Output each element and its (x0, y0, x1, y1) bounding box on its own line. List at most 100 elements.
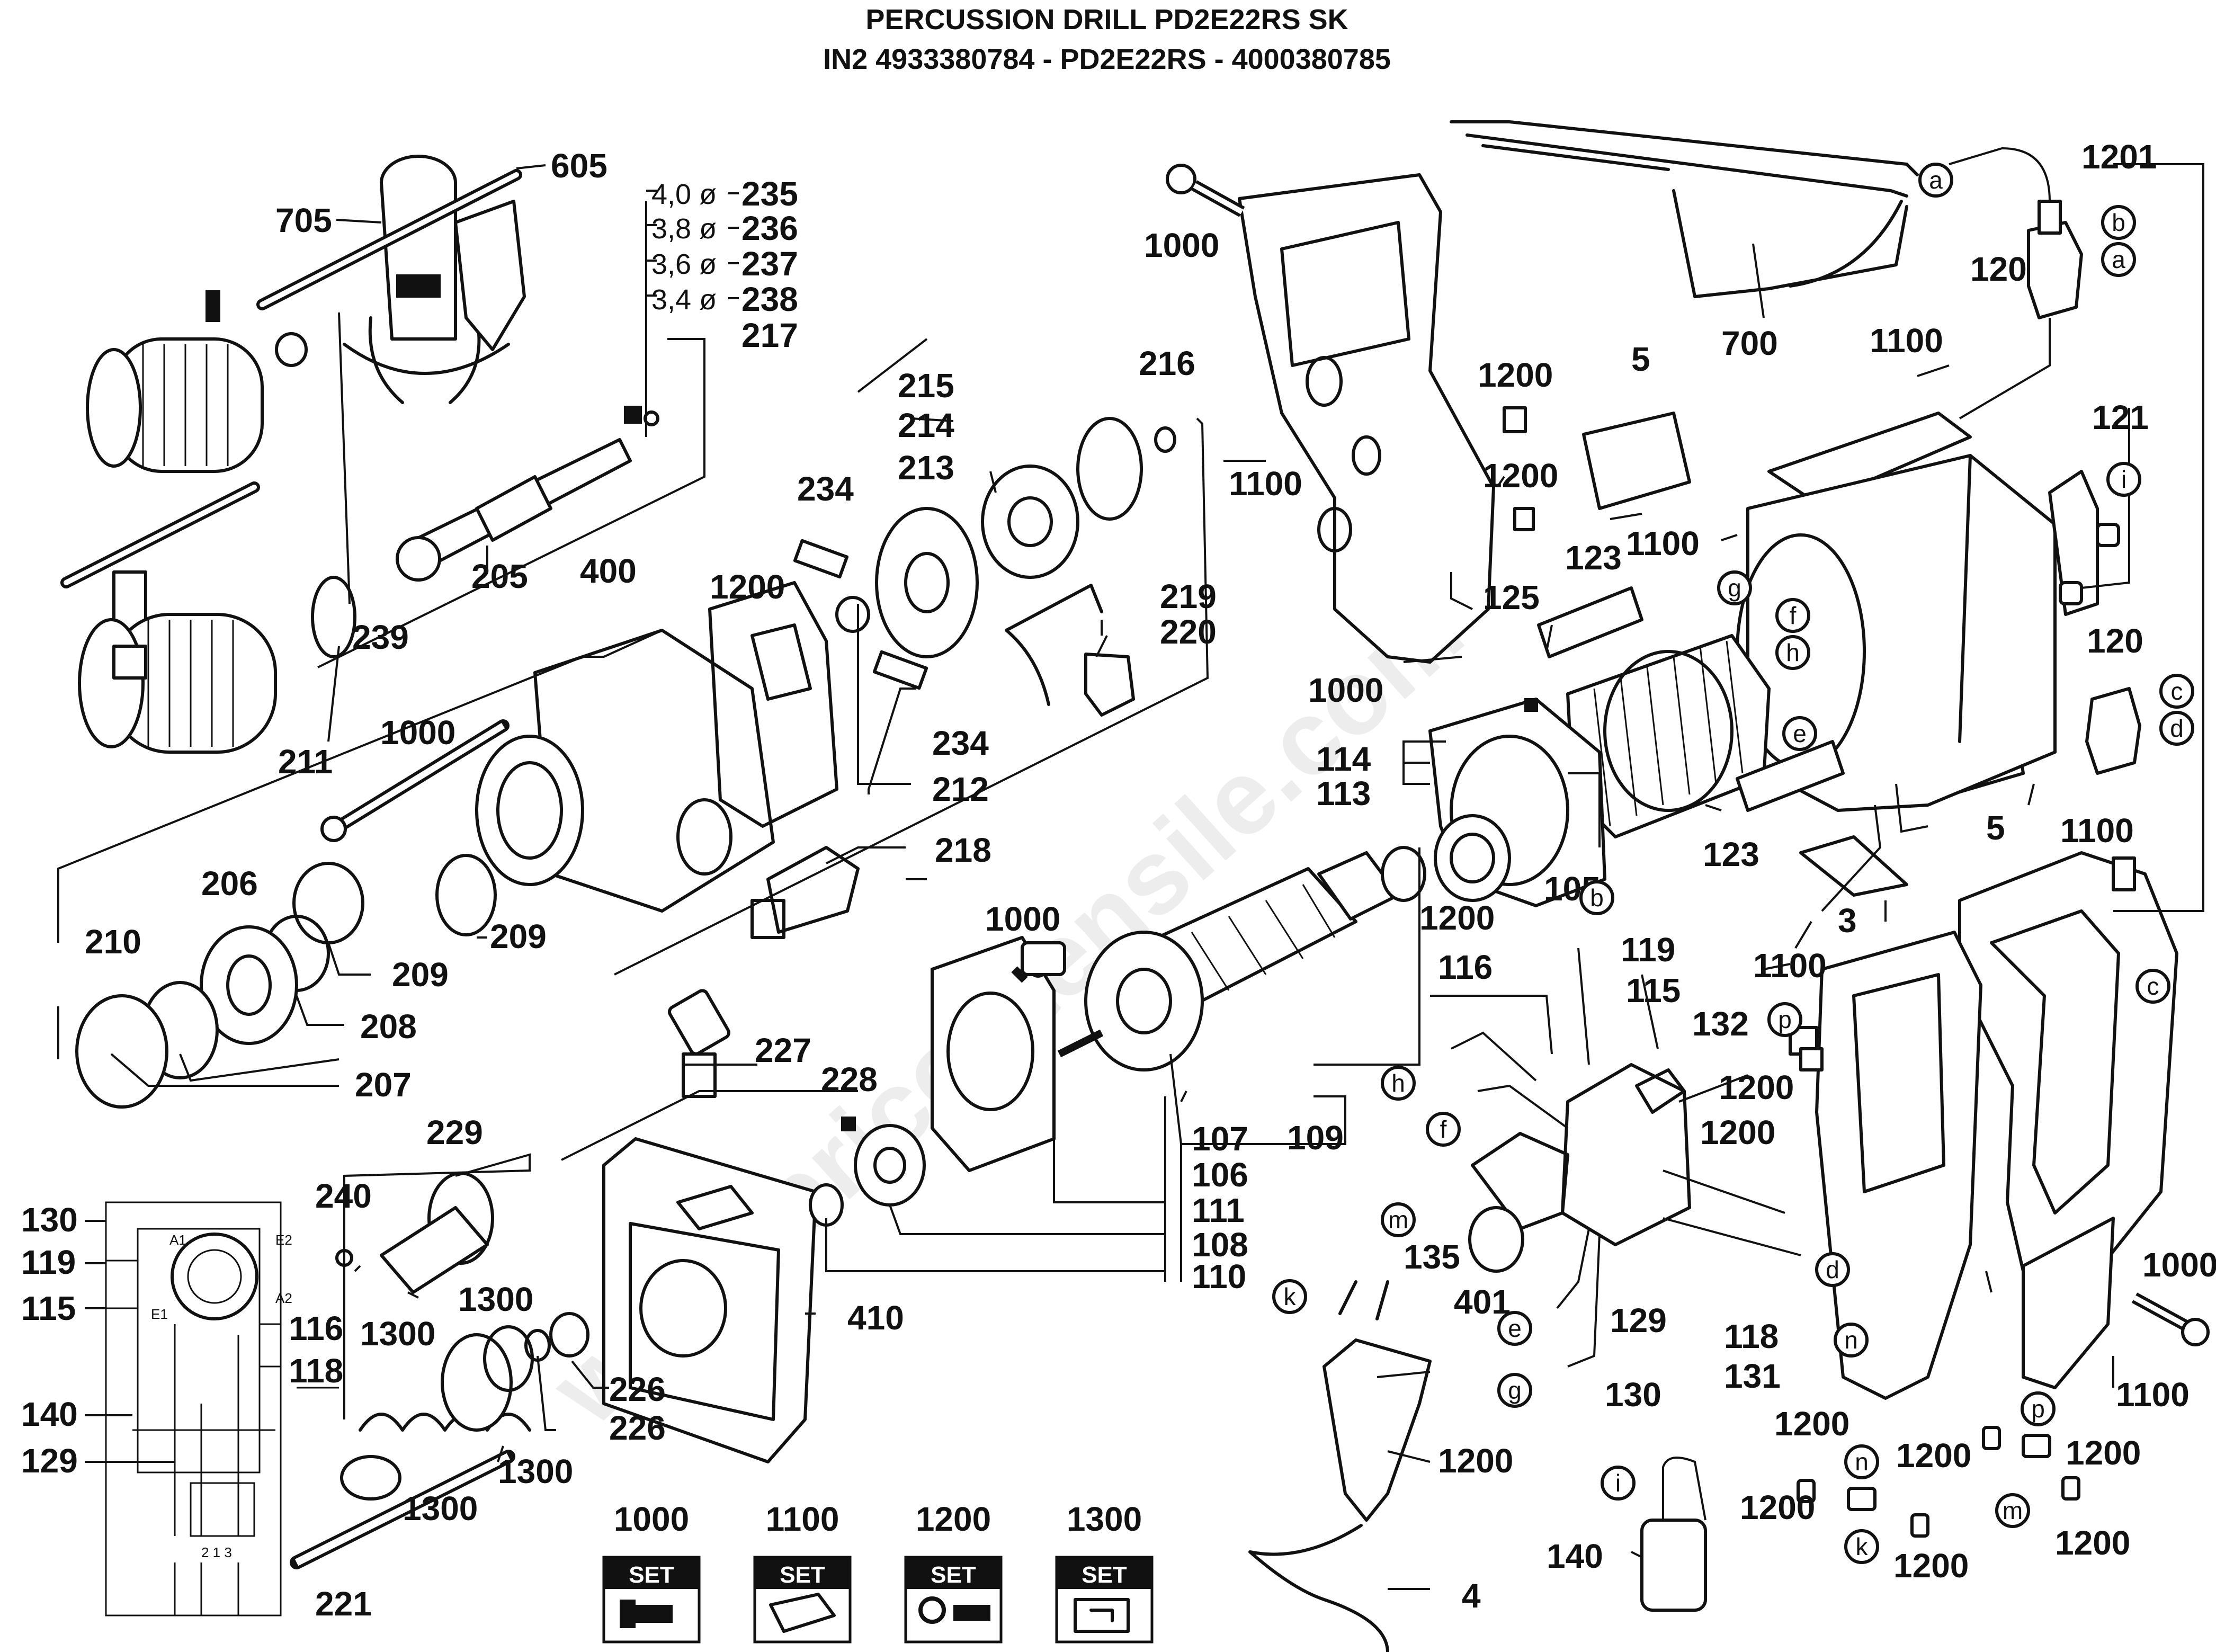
leader-lines (57, 163, 2204, 1590)
part-number: 1200 (710, 568, 785, 606)
diagram-subtitle: IN2 4933380784 - PD2E22RS - 4000380785 (823, 43, 1391, 75)
service-set-number: 1100 (766, 1500, 839, 1538)
part-number: 221 (315, 1585, 372, 1623)
wire-letter: p (2031, 1395, 2045, 1423)
part-number: 130 (1605, 1376, 1661, 1414)
gear-housing-400 (475, 629, 775, 913)
part-number-235: 235 (741, 175, 798, 213)
part-number: 220 (1160, 613, 1217, 651)
schematic-terminal-a2: A2 (275, 1290, 292, 1306)
part-number: 115 (1626, 971, 1681, 1010)
part-number: 135 (1404, 1238, 1460, 1276)
diameter-size: 4,0 ø (651, 178, 717, 210)
wire-letter: m (2003, 1497, 2023, 1524)
wire-letter: i (1615, 1469, 1621, 1497)
wire-letter: p (1778, 1006, 1792, 1033)
rod-221 (290, 1450, 515, 1569)
wire-letter: i (2121, 466, 2126, 493)
part-number: 234 (932, 724, 989, 762)
part-number-236: 236 (741, 209, 798, 247)
part-number: 240 (315, 1177, 372, 1215)
service-set-1000 (602, 1556, 701, 1644)
schematic-part-number: 119 (21, 1243, 76, 1281)
service-set-1200 (904, 1556, 1003, 1644)
part-number: 219 (1160, 577, 1217, 615)
part-number: 5 (1631, 340, 1650, 378)
diameter-size: 3,6 ø (651, 248, 717, 280)
part-number: 205 (471, 557, 528, 595)
part-number: 3 (1838, 901, 1857, 940)
brush-holders-123 (1537, 586, 1845, 812)
part-number: 131 (1724, 1357, 1781, 1395)
part-number: 140 (1547, 1537, 1603, 1575)
part-number: 123 (1565, 539, 1622, 577)
wire-letter: b (1590, 884, 1604, 912)
part-number: 113 (1316, 774, 1371, 812)
side-handle-705 (343, 155, 526, 404)
part-number: 1200 (1740, 1488, 1815, 1526)
wire-letter: h (1786, 639, 1800, 666)
screw-1000-long (320, 719, 510, 842)
wire-letter: k (1856, 1533, 1869, 1560)
part-number-labels: 605 705 217 205 239 400 211 1000 234 120… (21, 138, 2216, 1623)
part-number: 1000 (1144, 226, 1219, 264)
plate-1100 (1767, 412, 1972, 505)
part-number: 107 (1192, 1120, 1248, 1158)
part-number: 106 (1192, 1156, 1248, 1194)
part-number: 1100 (2116, 1376, 2190, 1414)
part-number: 229 (426, 1113, 483, 1151)
wire-letter: n (1844, 1326, 1858, 1354)
plug-120-b (2085, 687, 2141, 775)
switch-218 (750, 846, 860, 939)
wire-letter: e (1793, 720, 1807, 747)
part-number: 1200 (1438, 1442, 1513, 1480)
wire-letter: a (2112, 246, 2125, 273)
wires (1430, 948, 1824, 1368)
service-set-number: 1300 (1067, 1500, 1142, 1538)
service-set-badge: SET (629, 1562, 674, 1588)
diameter-size: 3,4 ø (651, 284, 717, 316)
part-number: 215 (898, 367, 954, 405)
part-number: 1200 (1419, 899, 1495, 937)
part-number: 120 (1970, 250, 2027, 288)
part-number: 114 (1316, 740, 1371, 778)
wire-letter: n (1855, 1448, 1869, 1476)
wire-letter: h (1391, 1069, 1405, 1097)
part-number: 1300 (498, 1452, 573, 1490)
gears-213-214-215 (835, 417, 1176, 658)
wire-letter: c (2147, 972, 2159, 1000)
part-number: 1201 (2081, 138, 2157, 176)
wire-letter: m (1388, 1206, 1408, 1234)
schematic-terminal-e2: E2 (275, 1232, 292, 1248)
part-number: 108 (1192, 1226, 1248, 1264)
part-number: 5 (1986, 809, 2005, 847)
keyed-chuck (86, 290, 264, 473)
schematic-part-number: 130 (21, 1201, 78, 1239)
gears-209 (75, 854, 497, 1109)
cable-guard-4 (1248, 1280, 1432, 1652)
part-number: 705 (275, 201, 332, 239)
schematic-terminal-e1: E1 (151, 1306, 168, 1322)
schematic-part-number: 118 (289, 1352, 343, 1390)
wire-letter: d (2170, 715, 2184, 742)
service-set-number: 1200 (916, 1500, 991, 1538)
switch-227 (668, 989, 730, 1098)
carry-case-700 (1450, 120, 1919, 298)
part-number: 1000 (1308, 671, 1383, 709)
part-number: 1200 (1719, 1068, 1794, 1106)
part-number: 120 (2087, 622, 2143, 660)
part-number: 109 (1287, 1119, 1344, 1157)
part-number: 1200 (1478, 356, 1553, 394)
spindle-205 (396, 406, 659, 582)
part-number: 1200 (1483, 457, 1558, 495)
part-number: 1300 (458, 1280, 533, 1318)
part-number: 207 (355, 1066, 412, 1104)
part-number: 1300 (403, 1489, 478, 1528)
part-number: 125 (1483, 578, 1540, 617)
schematic-part-number: 129 (21, 1442, 78, 1480)
part-number: 218 (935, 831, 991, 869)
part-number: 700 (1721, 324, 1778, 362)
part-number: 1300 (360, 1315, 435, 1353)
part-number: 410 (847, 1299, 904, 1337)
